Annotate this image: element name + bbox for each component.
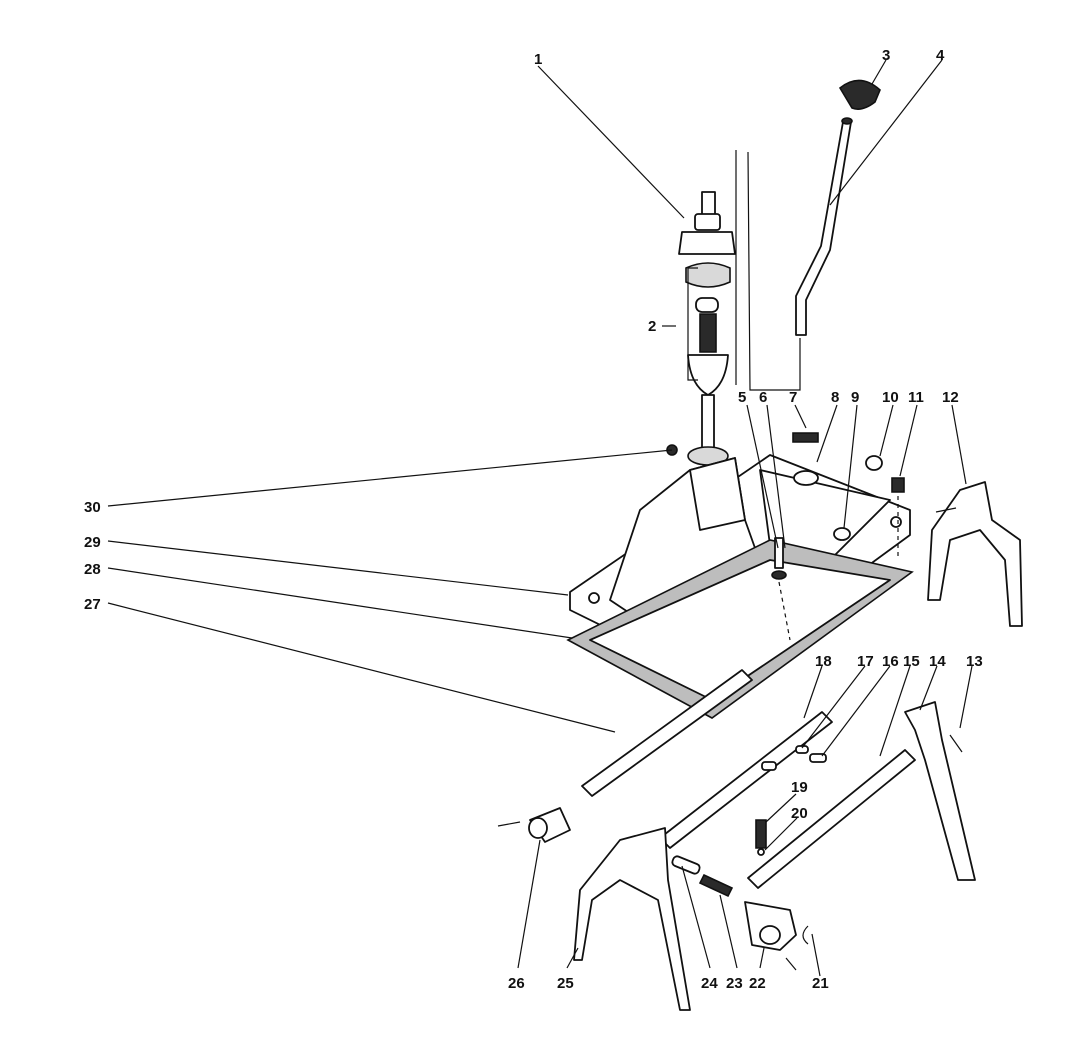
- spring-19: [755, 819, 767, 849]
- label-16: 16: [882, 653, 899, 670]
- dash-5: [778, 581, 791, 641]
- label-3: 3: [882, 47, 890, 64]
- washer-6: [771, 570, 787, 580]
- filler-plug: [792, 432, 819, 443]
- label-14: 14: [929, 653, 946, 670]
- clip-21: [802, 925, 809, 945]
- rod-15: [747, 749, 916, 889]
- label-29: 29: [84, 534, 101, 551]
- fork-25: [573, 827, 691, 1011]
- label-17: 17: [857, 653, 874, 670]
- fork-14: [904, 701, 976, 881]
- pin-26: [497, 821, 521, 827]
- label-6: 6: [759, 389, 767, 406]
- label-11: 11: [908, 389, 924, 406]
- label-24: 24: [701, 975, 718, 992]
- label-8: 8: [831, 389, 839, 406]
- fork-12: [927, 481, 1023, 627]
- label-26: 26: [508, 975, 525, 992]
- selector-shaft: [678, 191, 736, 466]
- gasket-inner: [589, 559, 891, 701]
- label-22: 22: [749, 975, 766, 992]
- label-23: 23: [726, 975, 743, 992]
- block-22-hole: [759, 925, 781, 945]
- label-30: 30: [84, 499, 101, 516]
- label-15: 15: [903, 653, 920, 670]
- circlip: [865, 455, 883, 471]
- gear-knob: [838, 79, 881, 110]
- pin-12: [935, 507, 957, 513]
- label-18: 18: [815, 653, 832, 670]
- bolt-5: [774, 537, 784, 569]
- label-10: 10: [882, 389, 899, 406]
- label-20: 20: [791, 805, 808, 822]
- label-21: 21: [812, 975, 829, 992]
- label-13: 13: [966, 653, 983, 670]
- callout-labels: 1 2 3 4 5 6 7 8 9 10 11 12 13 14 15 16 1…: [84, 47, 983, 992]
- pin-22: [785, 957, 797, 971]
- ball-20: [757, 848, 765, 856]
- bracket-2: [687, 267, 698, 381]
- label-27: 27: [84, 596, 101, 613]
- pin-interlock: [761, 761, 777, 771]
- pin-13: [949, 734, 963, 753]
- spring-23: [698, 873, 734, 898]
- label-2: 2: [648, 318, 656, 335]
- label-1: 1: [534, 51, 542, 68]
- rod-27: [581, 669, 753, 797]
- leader-lines: [107, 59, 973, 977]
- label-9: 9: [851, 389, 859, 406]
- plunger-24: [671, 855, 701, 875]
- label-25: 25: [557, 975, 574, 992]
- label-12: 12: [942, 389, 959, 406]
- block-26-hole: [528, 817, 548, 839]
- label-7: 7: [789, 389, 797, 406]
- gear-lever: [795, 117, 853, 336]
- bolt-11: [891, 477, 905, 493]
- label-19: 19: [791, 779, 808, 796]
- label-4: 4: [936, 47, 945, 64]
- pin-17: [795, 745, 809, 754]
- label-5: 5: [738, 389, 746, 406]
- label-28: 28: [84, 561, 101, 578]
- lever-connect-line: [747, 151, 801, 391]
- pin-16: [809, 753, 827, 763]
